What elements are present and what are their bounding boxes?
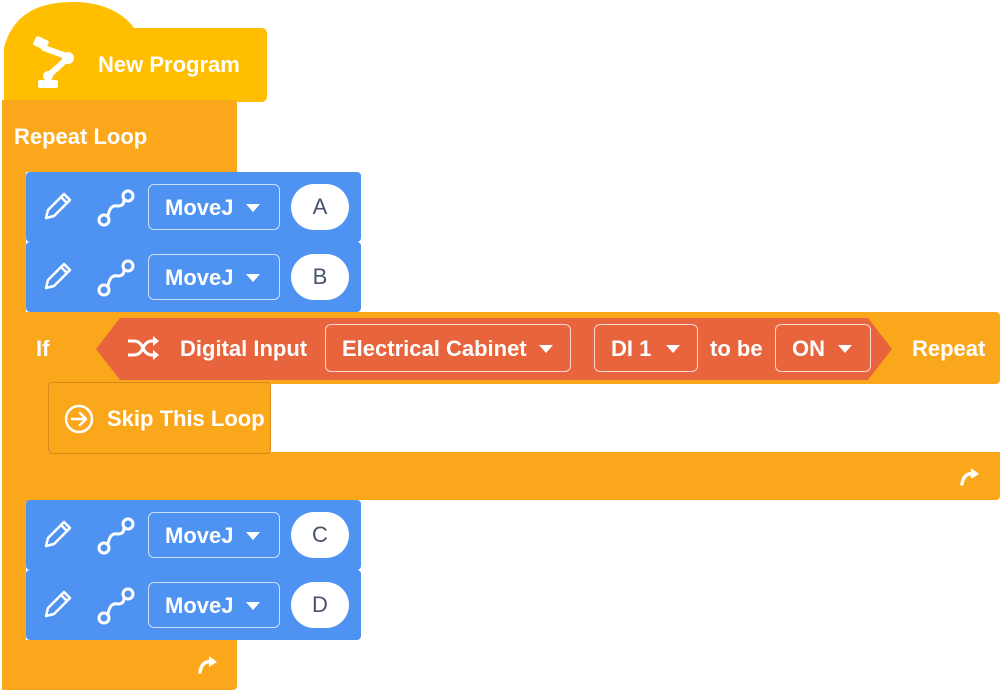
location-value: Electrical Cabinet [342,336,527,361]
movej-block-d[interactable]: MoveJ D [26,570,361,640]
caret-down-icon [246,204,260,212]
pencil-icon[interactable] [38,586,76,624]
to-be-label: to be [710,336,763,361]
channel-value: DI 1 [611,336,652,361]
program-hat-block[interactable]: New Program [4,0,267,102]
caret-down-icon [246,274,260,282]
point-field[interactable]: C [291,512,349,558]
loop-arrow-icon [960,468,979,486]
location-dropdown[interactable]: Electrical Cabinet [325,324,571,372]
state-value: ON [792,336,825,361]
movej-block-c[interactable]: MoveJ C [26,500,361,570]
path-icon [97,189,135,227]
caret-down-icon [246,602,260,610]
if-label: If [36,336,50,361]
repeat-loop-footer [2,640,237,690]
move-type-label: MoveJ [165,265,234,290]
move-type-dropdown[interactable]: MoveJ [148,184,280,230]
state-dropdown[interactable]: ON [775,324,871,372]
caret-down-icon [838,345,852,353]
pencil-icon[interactable] [38,258,76,296]
shuffle-icon [128,336,159,360]
move-type-label: MoveJ [165,593,234,618]
program-title: New Program [98,52,240,77]
repeat-mode-label: Repeat [912,336,986,361]
repeat-loop-label: Repeat Loop [14,124,148,149]
digital-input-label: Digital Input [180,336,308,361]
repeat-loop-arm [2,100,26,690]
if-block-footer [26,452,1000,500]
pencil-icon[interactable] [38,188,76,226]
move-type-dropdown[interactable]: MoveJ [148,254,280,300]
movej-block-a[interactable]: MoveJ A [26,172,361,242]
point-field[interactable]: B [291,254,349,300]
caret-down-icon [246,532,260,540]
channel-dropdown[interactable]: DI 1 [594,324,698,372]
robot-arm-icon [33,36,74,88]
skip-arrow-icon [64,404,94,434]
point-field[interactable]: A [291,184,349,230]
path-icon [97,517,135,555]
digital-input-condition[interactable] [96,318,892,380]
loop-arrow-icon [198,656,217,674]
caret-down-icon [666,345,680,353]
point-field[interactable]: D [291,582,349,628]
move-type-dropdown[interactable]: MoveJ [148,582,280,628]
repeat-loop-block[interactable] [2,100,237,172]
move-type-label: MoveJ [165,195,234,220]
move-type-label: MoveJ [165,523,234,548]
move-type-dropdown[interactable]: MoveJ [148,512,280,558]
pencil-icon[interactable] [38,516,76,554]
caret-down-icon [539,345,553,353]
movej-block-b[interactable]: MoveJ B [26,242,361,312]
path-icon [97,587,135,625]
skip-loop-label: Skip This Loop [107,406,265,431]
path-icon [97,259,135,297]
skip-loop-block[interactable]: Skip This Loop [48,382,271,454]
